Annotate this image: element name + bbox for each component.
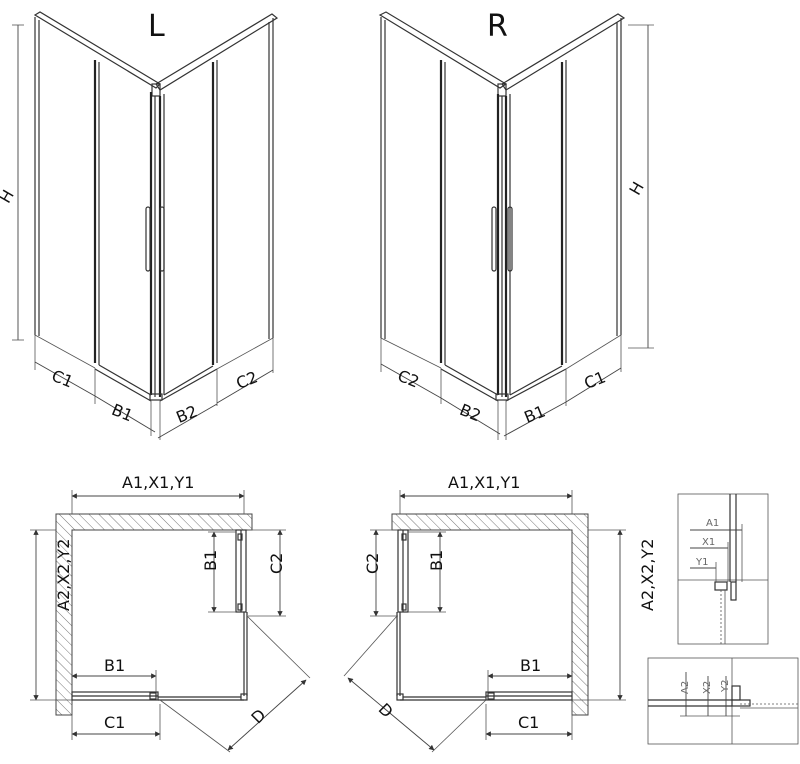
plan-view-r: A1,X1,Y1 A2,X2,Y2 B1 C2 B1 C1 bbox=[343, 473, 657, 753]
plan-view-l: A1,X1,Y1 A2,X2,Y2 B1 C2 B1 bbox=[30, 473, 311, 753]
view-title-l: L bbox=[148, 9, 165, 44]
plan-b1-horiz-label-l: B1 bbox=[104, 656, 125, 675]
detail-a2-label: A2 bbox=[680, 681, 691, 694]
plan-diagonal-label-l: D bbox=[247, 705, 269, 727]
b2-label-l: B2 bbox=[173, 401, 200, 427]
plan-c2-label-l: C2 bbox=[267, 553, 286, 574]
height-label-r: H bbox=[625, 179, 647, 199]
height-label-l: H bbox=[0, 187, 18, 207]
plan-b1-horiz-label-r: B1 bbox=[520, 656, 541, 675]
plan-b1-vert-label-l: B1 bbox=[201, 550, 220, 571]
plan-b1-vert-label-r: B1 bbox=[427, 550, 446, 571]
c2-label-r: C2 bbox=[395, 366, 422, 392]
c2-label-l: C2 bbox=[233, 367, 260, 393]
plan-c2-label-r: C2 bbox=[363, 553, 382, 574]
detail-a1-label: A1 bbox=[706, 518, 719, 529]
plan-top-label-r: A1,X1,Y1 bbox=[448, 473, 520, 492]
c1-label-l: C1 bbox=[49, 366, 76, 392]
detail-y2-label: Y2 bbox=[720, 680, 731, 693]
perspective-view-l: L H bbox=[0, 9, 279, 440]
plan-top-label-l: A1,X1,Y1 bbox=[122, 473, 194, 492]
detail-y1-label: Y1 bbox=[695, 557, 708, 568]
plan-side-label-l: A2,X2,Y2 bbox=[54, 539, 73, 611]
c1-label-r: C1 bbox=[581, 367, 608, 393]
detail-view-top: A1 X1 Y1 bbox=[677, 493, 769, 645]
detail-x2-label: X2 bbox=[702, 681, 713, 694]
view-title-r: R bbox=[487, 9, 508, 44]
plan-c1-label-r: C1 bbox=[518, 713, 539, 732]
b1-label-l: B1 bbox=[109, 400, 136, 426]
perspective-view-r: R H bbox=[378, 9, 654, 440]
b1-label-r: B1 bbox=[521, 401, 548, 427]
plan-side-label-r: A2,X2,Y2 bbox=[638, 539, 657, 611]
detail-x1-label: X1 bbox=[702, 537, 715, 548]
plan-c1-label-l: C1 bbox=[104, 713, 125, 732]
detail-view-bottom: A2 X2 Y2 bbox=[647, 657, 799, 745]
